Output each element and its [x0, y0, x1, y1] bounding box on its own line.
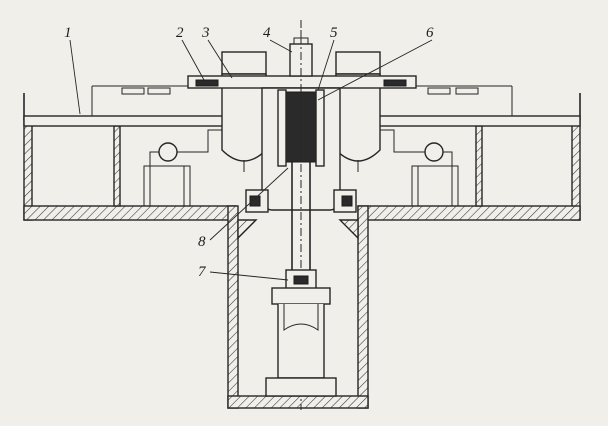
cover-plate	[187, 75, 417, 89]
callout-7: 7	[198, 264, 207, 280]
pit-floor	[227, 395, 369, 409]
compartment-wall-right	[475, 125, 483, 207]
foundation-left-wall	[23, 119, 33, 221]
callout-6: 6	[426, 25, 434, 41]
foundation	[23, 119, 581, 409]
compartment-wall-left	[113, 125, 121, 207]
callout-2: 2	[176, 25, 184, 41]
right-vessel	[335, 51, 381, 172]
right-auxiliary-unit	[376, 129, 459, 207]
leader-lines	[69, 39, 433, 281]
foundation-slab-right	[357, 205, 581, 221]
left-auxiliary-unit	[143, 129, 226, 207]
callout-8: 8	[198, 234, 206, 250]
drive-base	[265, 377, 337, 397]
left-vessel	[221, 51, 267, 172]
foundation-right-wall	[571, 119, 581, 221]
callout-1: 1	[64, 25, 72, 41]
drive-assembly	[265, 20, 337, 410]
callout-4: 4	[263, 25, 271, 41]
pit-right-wall	[357, 205, 369, 409]
callout-3: 3	[201, 25, 210, 41]
pit-chamfer-right	[338, 219, 359, 240]
pit-left-wall	[227, 205, 239, 409]
pit-chamfer-left	[237, 219, 258, 240]
foundation-slab-left	[23, 205, 237, 221]
callout-5: 5	[330, 25, 338, 41]
